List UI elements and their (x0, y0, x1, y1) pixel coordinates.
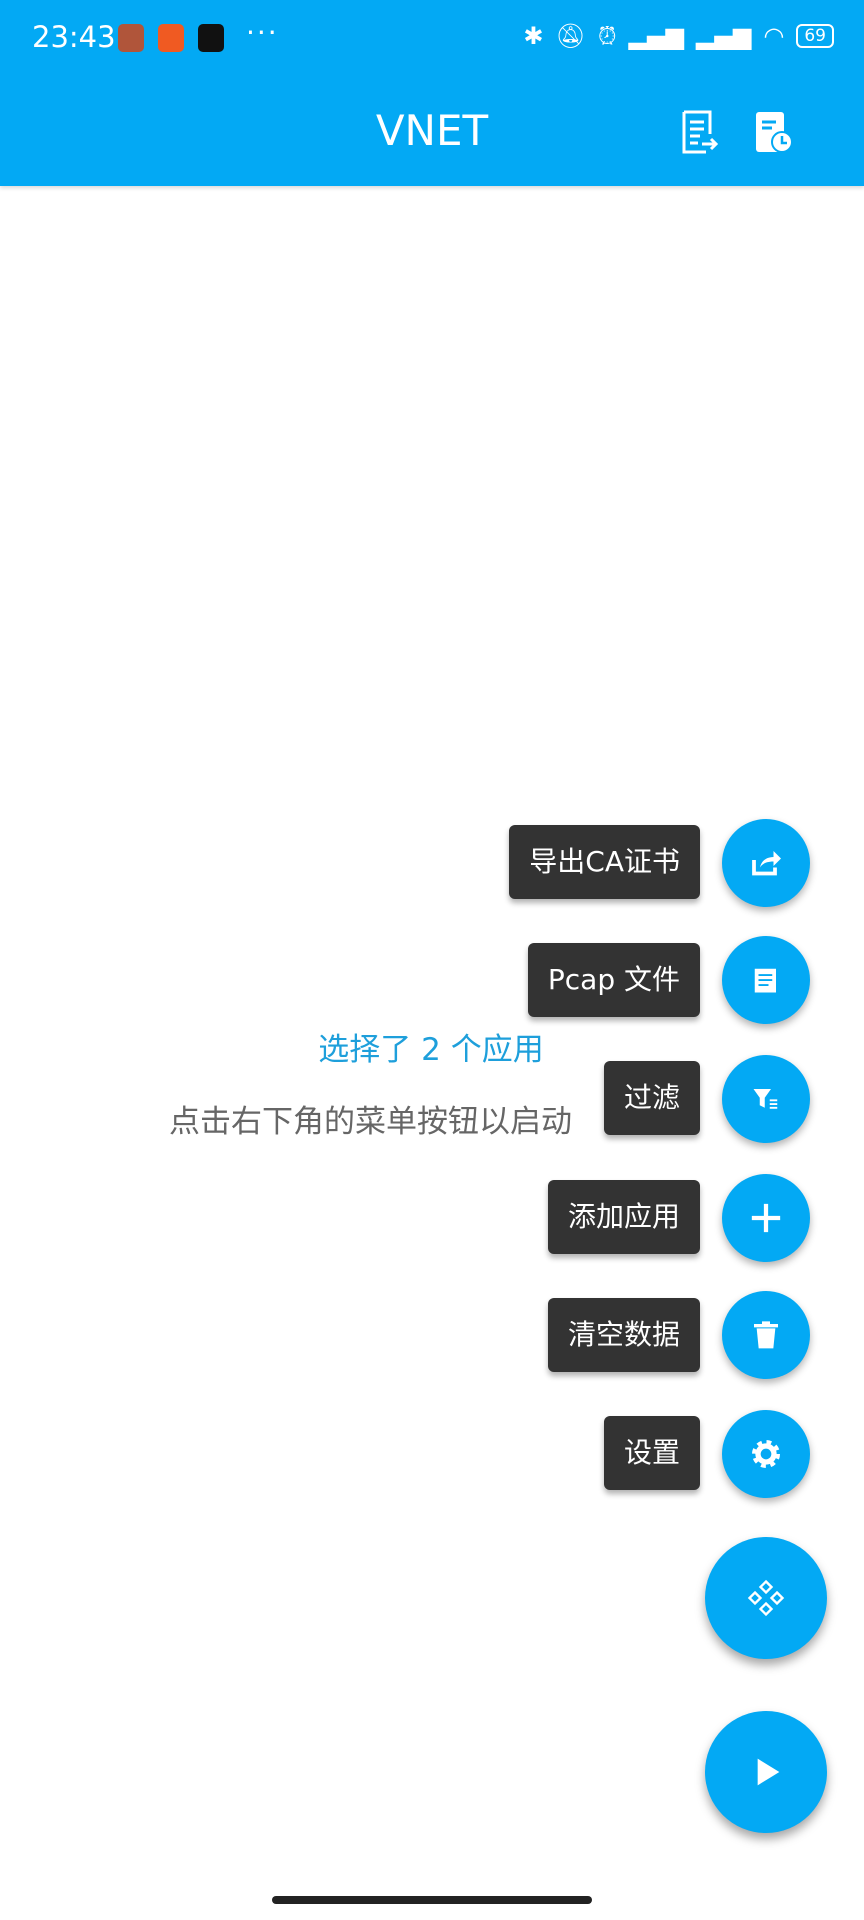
fab-label-settings[interactable]: 设置 (603, 1416, 700, 1490)
trash-icon (754, 1321, 778, 1349)
alarm-icon: ⏰︎ (597, 22, 617, 50)
signal-icon: ▂▄▆ (696, 22, 752, 50)
gear-icon (752, 1440, 780, 1468)
fab-label-clear-data[interactable]: 清空数据 (547, 1298, 700, 1372)
home-indicator[interactable] (272, 1896, 592, 1904)
status-bar: 23:43 ··· ✱ 🔕︎ ⏰︎ ▂▄▆ ▂▄▆ ◠ 69 (0, 0, 864, 76)
app-notification-icon (118, 24, 144, 52)
battery-icon: 69 (796, 24, 834, 48)
settings-button[interactable] (722, 1410, 810, 1498)
status-time: 23:43 (32, 20, 116, 54)
pcap-file-button[interactable] (722, 936, 810, 1024)
fab-label-pcap[interactable]: Pcap 文件 (527, 943, 700, 1017)
clear-data-button[interactable] (722, 1291, 810, 1379)
fab-label-filter[interactable]: 过滤 (603, 1061, 700, 1135)
start-capture-button[interactable] (705, 1711, 827, 1833)
diamond-grid-icon (747, 1579, 785, 1617)
signal-icon: ▂▄▆ (628, 22, 685, 50)
document-icon (754, 968, 776, 993)
app-notification-icon (158, 24, 184, 52)
more-notifications-icon: ··· (246, 16, 279, 49)
fab-label-add-app[interactable]: 添加应用 (547, 1180, 700, 1254)
schedule-file-icon[interactable] (754, 110, 794, 154)
app-notification-icon (198, 24, 224, 52)
play-icon (757, 1758, 780, 1786)
filter-icon (753, 1089, 778, 1109)
selected-apps-text: 选择了 2 个应用 (318, 1032, 544, 1068)
wifi-icon: ◠ (763, 22, 785, 50)
plus-icon (751, 1203, 781, 1233)
add-app-button[interactable] (722, 1174, 810, 1262)
bluetooth-icon: ✱ (523, 22, 544, 50)
fab-label-export-ca[interactable]: 导出CA证书 (509, 825, 700, 899)
export-ca-button[interactable] (722, 819, 810, 907)
mute-icon: 🔕︎ (555, 22, 586, 50)
page-title: VNET (375, 106, 489, 155)
app-bar: 23:43 ··· ✱ 🔕︎ ⏰︎ ▂▄▆ ▂▄▆ ◠ 69 VNET (0, 0, 864, 186)
fab-menu-button[interactable] (705, 1537, 827, 1659)
export-log-icon[interactable] (680, 110, 720, 154)
share-icon (752, 851, 781, 876)
filter-button[interactable] (722, 1055, 810, 1143)
hint-text: 点击右下角的菜单按钮以启动 (169, 1104, 572, 1140)
